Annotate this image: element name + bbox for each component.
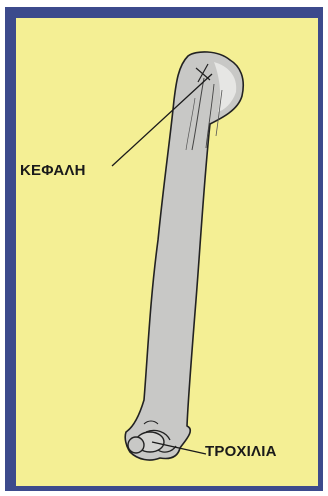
label-trochlea: ΤΡΟΧΙΛΙΑ	[205, 443, 277, 460]
trochlea-detail	[128, 437, 144, 453]
humerus-bone	[125, 52, 243, 460]
label-head: ΚΕΦΑΛΗ	[20, 162, 86, 179]
